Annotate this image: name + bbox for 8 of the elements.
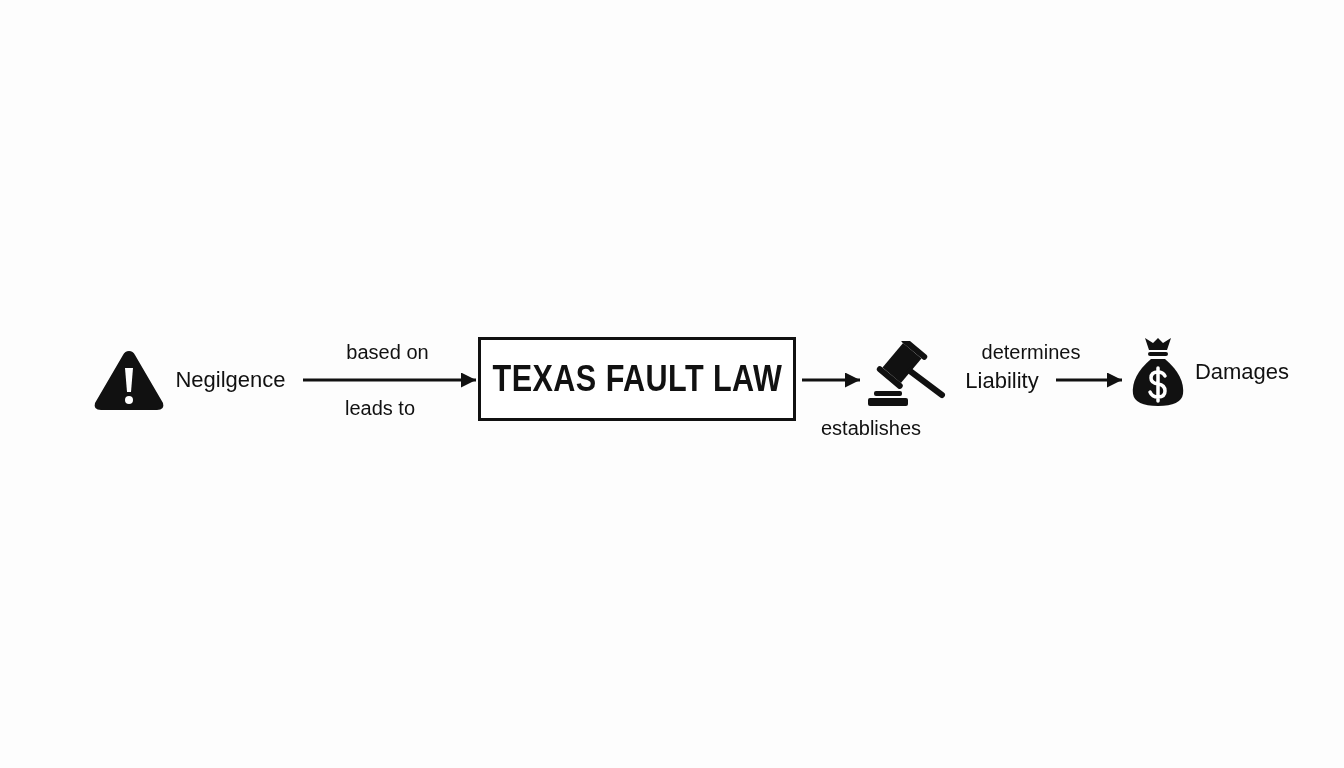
node-label: Damages [1194, 359, 1290, 385]
box-title: TEXAS FAULT LAW [492, 358, 782, 400]
arrow [1056, 372, 1122, 388]
arrow [303, 372, 476, 388]
node-label: Negilgence [175, 367, 286, 393]
arrow [802, 372, 860, 388]
process-box [478, 337, 796, 421]
node-label: Liability [965, 368, 1039, 394]
